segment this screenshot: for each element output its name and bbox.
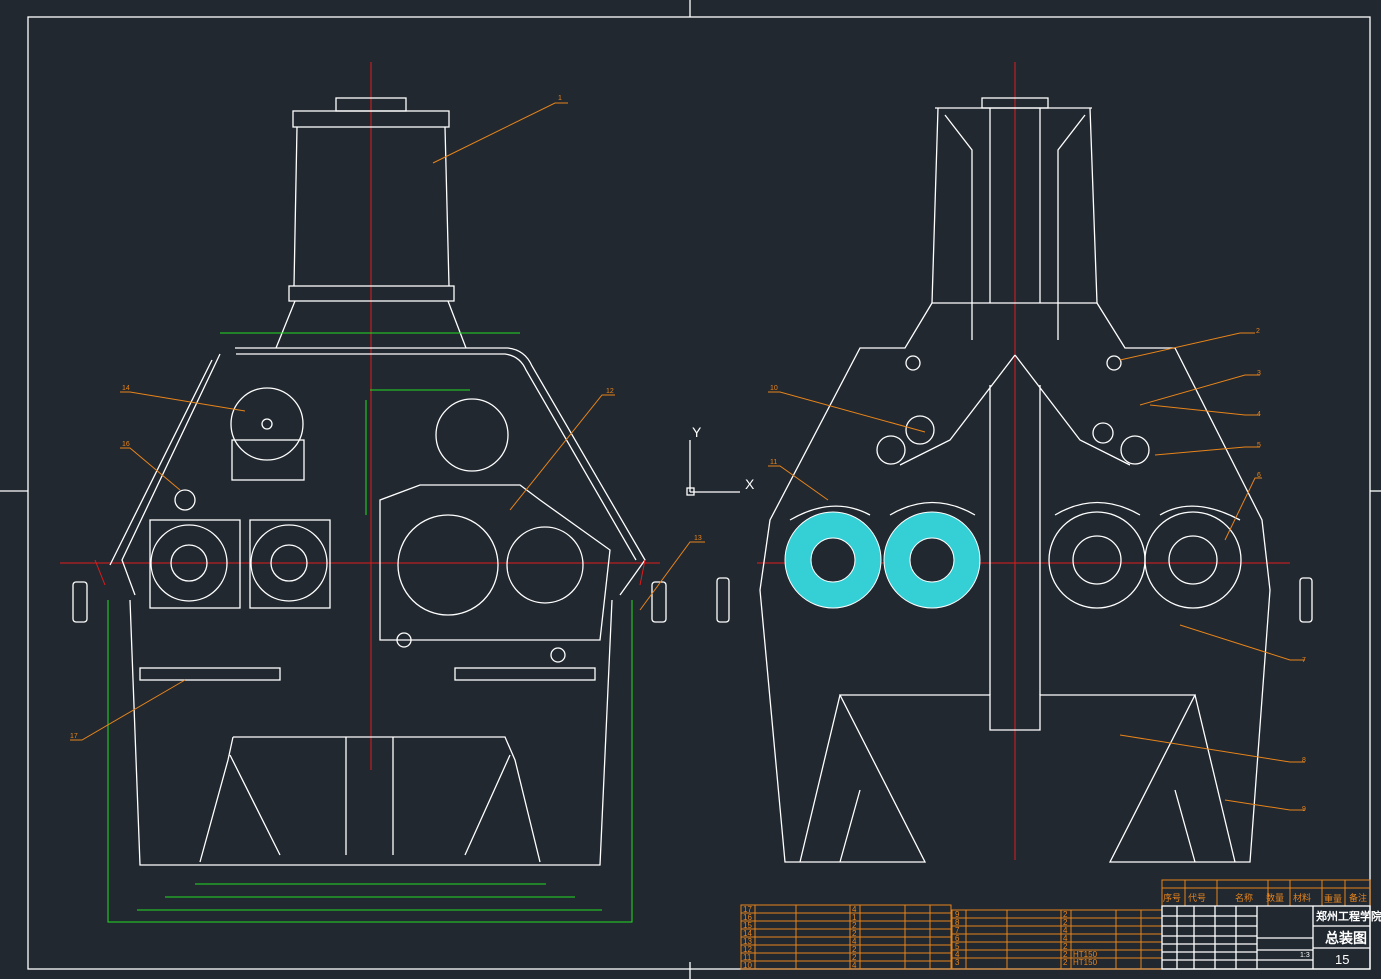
svg-text:4: 4 [1063, 926, 1068, 935]
svg-text:4: 4 [852, 905, 857, 914]
svg-text:6: 6 [1257, 472, 1261, 479]
svg-text:7: 7 [1302, 657, 1306, 664]
front-view [60, 62, 705, 923]
svg-text:5: 5 [1257, 442, 1261, 449]
svg-text:13: 13 [743, 937, 752, 946]
svg-text:7: 7 [955, 926, 960, 935]
svg-text:11: 11 [770, 459, 777, 466]
side-view [716, 62, 1313, 863]
svg-text:郑州工程学院: 郑州工程学院 [1316, 909, 1381, 923]
sheet-border [27, 16, 1371, 970]
svg-text:4: 4 [852, 937, 857, 946]
parts-list: 17 4 16 1 15 2 14 2 13 4 12 2 11 2 10 4 9 2 8 2 7 4… [740, 904, 1163, 970]
svg-text:14: 14 [743, 929, 752, 938]
svg-text:2: 2 [1063, 910, 1068, 919]
svg-text:2: 2 [1063, 958, 1068, 967]
svg-text:10: 10 [770, 385, 778, 392]
svg-text:总装图: 总装图 [1325, 930, 1367, 946]
svg-text:9: 9 [1302, 806, 1306, 813]
svg-text:HT150: HT150 [1073, 950, 1098, 959]
svg-text:10: 10 [743, 961, 752, 970]
title-block: 序号 代号 名称 数量 材料 重量 备注 郑州工程学院 总装图 15 1:3 [1161, 879, 1381, 970]
svg-text:2: 2 [852, 921, 857, 930]
svg-text:Y: Y [692, 424, 702, 440]
svg-text:备注: 备注 [1349, 892, 1367, 903]
svg-text:代号: 代号 [1188, 893, 1206, 903]
svg-text:11: 11 [743, 953, 752, 962]
svg-text:16: 16 [122, 441, 130, 448]
svg-text:5: 5 [955, 942, 960, 951]
front-view-labels: 1 14 16 12 13 17 [70, 95, 702, 740]
svg-text:2: 2 [1256, 328, 1260, 335]
svg-text:1: 1 [852, 913, 857, 922]
svg-text:8: 8 [955, 918, 960, 927]
svg-text:名称: 名称 [1235, 892, 1253, 903]
svg-text:1:3: 1:3 [1300, 952, 1310, 959]
svg-text:材料: 材料 [1293, 892, 1311, 903]
svg-text:2: 2 [852, 929, 857, 938]
svg-text:2: 2 [1063, 950, 1068, 959]
svg-text:12: 12 [606, 388, 614, 395]
svg-text:重量: 重量 [1324, 893, 1342, 904]
svg-text:13: 13 [694, 535, 702, 542]
side-view-labels: 2 3 4 5 6 7 8 9 10 11 [770, 328, 1306, 813]
svg-text:2: 2 [852, 953, 857, 962]
svg-text:14: 14 [122, 385, 130, 392]
svg-text:序号: 序号 [1163, 892, 1181, 903]
svg-text:4: 4 [955, 950, 960, 959]
svg-text:3: 3 [955, 958, 960, 967]
svg-text:8: 8 [1302, 757, 1306, 764]
svg-text:X: X [745, 476, 755, 492]
svg-text:HT150: HT150 [1073, 958, 1098, 967]
svg-text:15: 15 [743, 921, 752, 930]
svg-text:12: 12 [743, 945, 752, 954]
svg-text:4: 4 [852, 961, 857, 970]
svg-text:17: 17 [743, 905, 752, 914]
svg-text:2: 2 [1063, 918, 1068, 927]
svg-text:15: 15 [1335, 952, 1349, 967]
svg-text:2: 2 [852, 945, 857, 954]
svg-text:数量: 数量 [1266, 892, 1284, 903]
svg-text:9: 9 [955, 910, 960, 919]
svg-text:4: 4 [1063, 934, 1068, 943]
svg-text:17: 17 [70, 733, 78, 740]
svg-text:3: 3 [1257, 370, 1261, 377]
svg-text:1: 1 [558, 95, 562, 102]
svg-text:6: 6 [955, 934, 960, 943]
svg-text:4: 4 [1257, 411, 1261, 418]
svg-text:16: 16 [743, 913, 752, 922]
svg-text:2: 2 [1063, 942, 1068, 951]
ucs-icon: Y X [686, 424, 755, 496]
